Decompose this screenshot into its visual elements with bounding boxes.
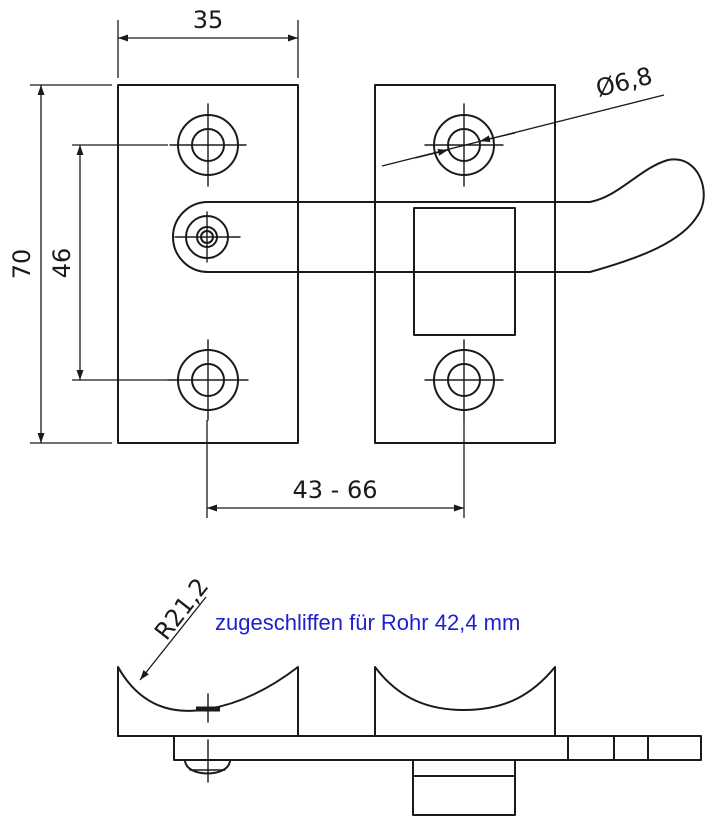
hole-left-bottom xyxy=(167,339,249,421)
dimension-35-label: 35 xyxy=(193,6,224,34)
dimension-70-label: 70 xyxy=(8,249,36,280)
latch-bar-side xyxy=(173,735,702,761)
pivot-rivet xyxy=(174,211,241,263)
dimension-diameter-label: Ø6,8 xyxy=(593,62,655,103)
left-plate xyxy=(117,84,299,444)
right-plate xyxy=(374,84,556,444)
latch-bar xyxy=(172,158,705,273)
top-view: 35 70 46 Ø6,8 43 - 66 xyxy=(8,6,705,518)
right-saddle xyxy=(374,666,556,737)
dimension-35: 35 xyxy=(117,6,299,78)
hole-right-bottom xyxy=(424,339,504,421)
dimension-radius: R21,2 xyxy=(139,573,214,681)
side-view: R21,2 zugeschliffen für Rohr 42,4 mm xyxy=(117,573,702,816)
dimension-46: 46 xyxy=(48,144,168,381)
dimension-43-66: 43 - 66 xyxy=(206,420,465,518)
hole-left-top xyxy=(169,103,247,187)
dimension-43-66-label: 43 - 66 xyxy=(293,476,378,504)
dimension-diameter: Ø6,8 xyxy=(381,62,665,167)
dimension-46-label: 46 xyxy=(48,248,76,279)
catch-block xyxy=(413,207,516,336)
dimension-70: 70 xyxy=(8,84,112,444)
grinding-note: zugeschliffen für Rohr 42,4 mm xyxy=(215,610,520,635)
dimension-radius-label: R21,2 xyxy=(149,573,214,645)
catch-block-side xyxy=(412,759,516,816)
